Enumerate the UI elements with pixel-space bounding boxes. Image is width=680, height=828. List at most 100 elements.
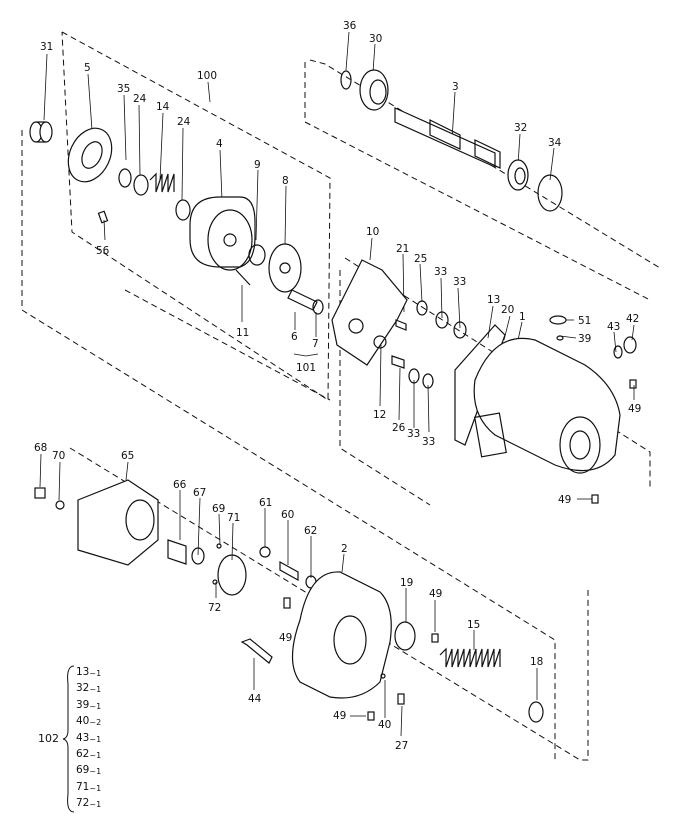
label-7: 7 — [312, 338, 319, 350]
kit-item-part: 72 — [76, 797, 90, 810]
kit-item: 39~1 — [76, 697, 101, 713]
label-2: 2 — [341, 543, 348, 555]
kit-item: 71~1 — [76, 779, 101, 795]
label-49c: 49 — [279, 632, 292, 644]
kit-item-part: 62 — [76, 747, 90, 760]
kit-item: 69~1 — [76, 762, 101, 778]
label-56: 56 — [96, 245, 110, 257]
kit-item: 62~1 — [76, 746, 101, 762]
rotating-group-parts — [29, 121, 324, 315]
kit-item-tilde: ~ — [89, 800, 97, 810]
label-70: 70 — [52, 450, 65, 462]
label-11: 11 — [236, 327, 249, 339]
label-61: 61 — [259, 497, 272, 509]
kit-item-tilde: ~ — [89, 701, 97, 711]
kit-item: 32~1 — [76, 680, 101, 696]
label-39: 39 — [578, 333, 591, 345]
label-13: 13 — [487, 294, 500, 306]
label-26: 26 — [392, 422, 406, 434]
label-68: 68 — [34, 442, 47, 454]
label-65: 65 — [121, 450, 134, 462]
label-60: 60 — [281, 509, 294, 521]
label-8: 8 — [282, 175, 289, 187]
kit-brace — [62, 664, 76, 817]
kit-item-part: 69 — [76, 764, 90, 777]
kit-item-qty: 1 — [96, 685, 102, 695]
label-71: 71 — [227, 512, 240, 524]
kit-item-qty: 1 — [96, 701, 102, 711]
kit-item-tilde: ~ — [89, 669, 97, 678]
label-49d: 49 — [429, 588, 442, 600]
kit-item: 72~1 — [76, 795, 101, 811]
kit-item-tilde: ~ — [89, 750, 97, 760]
label-24a: 24 — [133, 93, 147, 105]
kit-item-qty: 1 — [96, 750, 102, 760]
label-9: 9 — [254, 159, 261, 171]
label-14: 14 — [156, 101, 170, 113]
label-51: 51 — [578, 315, 591, 327]
label-1: 1 — [519, 311, 526, 323]
label-35: 35 — [117, 83, 130, 95]
label-5: 5 — [84, 62, 91, 74]
part-labels: 31 5 35 24 14 24 100 4 36 30 3 32 34 9 8… — [34, 20, 641, 752]
label-20: 20 — [501, 304, 514, 316]
label-24b: 24 — [177, 116, 191, 128]
label-19: 19 — [400, 577, 413, 589]
kit-item: 13~1 — [76, 664, 101, 680]
label-33b: 33 — [453, 276, 466, 288]
kit-item-qty: 1 — [96, 767, 102, 777]
label-10: 10 — [366, 226, 379, 238]
label-18: 18 — [530, 656, 543, 668]
label-40: 40 — [378, 719, 391, 731]
label-30: 30 — [369, 33, 382, 45]
label-3: 3 — [452, 81, 459, 93]
label-42: 42 — [626, 313, 639, 325]
label-33d: 33 — [422, 436, 435, 448]
label-33a: 33 — [434, 266, 447, 278]
label-62: 62 — [304, 525, 317, 537]
kit-item-qty: 1 — [96, 783, 102, 793]
kit-item-qty: 2 — [96, 718, 102, 728]
label-12: 12 — [373, 409, 386, 421]
label-49b: 49 — [558, 494, 571, 506]
label-66: 66 — [173, 479, 187, 491]
kit-item-qty: 1 — [96, 734, 102, 744]
kit-item-tilde: ~ — [89, 718, 97, 728]
label-15: 15 — [467, 619, 480, 631]
label-44: 44 — [248, 693, 262, 705]
kit-id: 102 — [38, 732, 59, 745]
label-33c: 33 — [407, 428, 420, 440]
label-27: 27 — [395, 740, 408, 752]
label-36: 36 — [343, 20, 357, 32]
label-69: 69 — [212, 503, 225, 515]
label-101: 101 — [296, 362, 316, 374]
label-72: 72 — [208, 602, 221, 614]
label-32: 32 — [514, 122, 527, 134]
label-4: 4 — [216, 138, 223, 150]
kit-item: 43~1 — [76, 730, 101, 746]
kit-item-qty: 1 — [96, 669, 102, 678]
gear-pump-group-parts — [34, 479, 544, 723]
kit-item-part: 39 — [76, 698, 90, 711]
label-25: 25 — [414, 253, 427, 265]
label-34: 34 — [548, 137, 562, 149]
label-31: 31 — [40, 41, 53, 53]
kit-item-part: 13 — [76, 666, 90, 678]
kit-item-tilde: ~ — [89, 685, 97, 695]
kit-item-part: 71 — [76, 780, 90, 793]
housing-group-parts — [331, 259, 637, 504]
kit-item: 40~2 — [76, 713, 101, 729]
kit-item-part: 43 — [76, 731, 90, 744]
label-6: 6 — [291, 331, 298, 343]
kit-item-tilde: ~ — [89, 783, 97, 793]
kit-item-tilde: ~ — [89, 734, 97, 744]
label-67: 67 — [193, 487, 206, 499]
label-49a: 49 — [628, 403, 641, 415]
shaft-group-parts — [340, 69, 563, 212]
label-43: 43 — [607, 321, 620, 333]
label-100: 100 — [197, 70, 217, 82]
label-49e: 49 — [333, 710, 346, 722]
leader-lines — [39, 31, 635, 737]
